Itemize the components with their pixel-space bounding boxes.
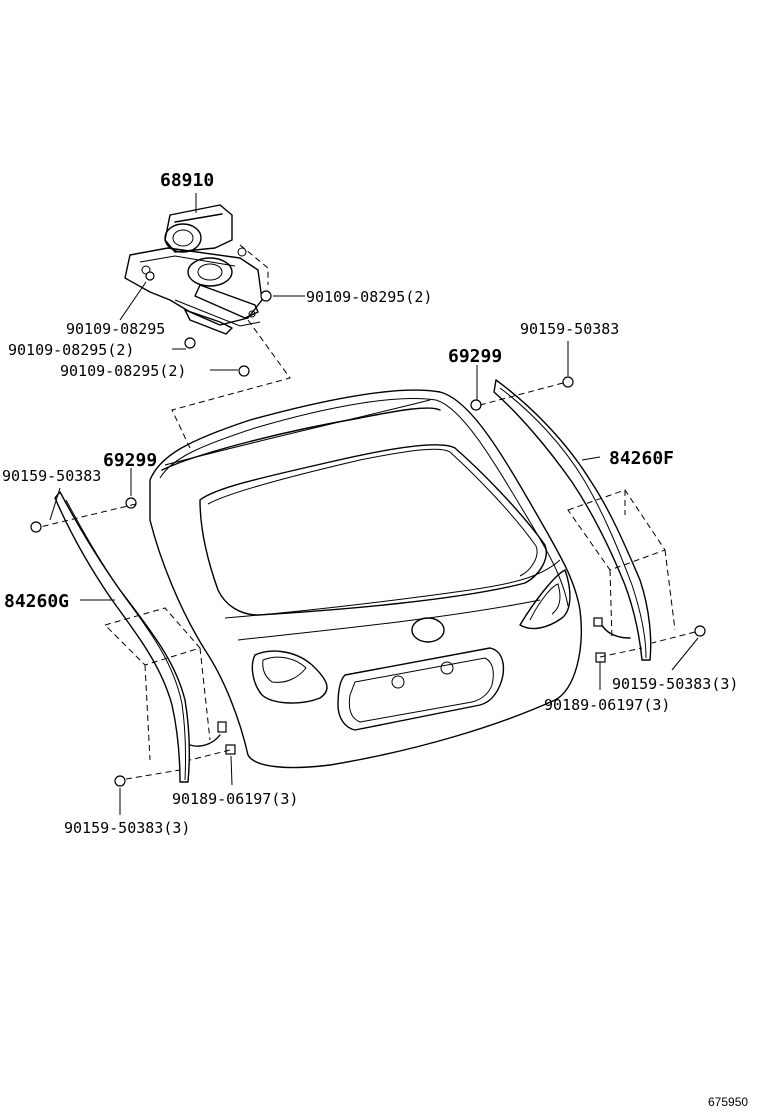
installation-lines xyxy=(39,382,696,780)
label-68910: 68910 xyxy=(160,170,214,191)
clips-and-bolts xyxy=(30,376,706,787)
left-damper-stay xyxy=(54,491,227,783)
label-90109-b: 90109-08295(2) xyxy=(8,341,134,359)
right-damper-stay xyxy=(493,379,676,661)
label-69299-right: 69299 xyxy=(448,346,502,367)
label-90159-left: 90159-50383 xyxy=(2,467,101,485)
label-90159-right3: 90159-50383(3) xyxy=(612,675,738,693)
diagram-id: 675950 xyxy=(708,1095,748,1109)
label-84260G: 84260G xyxy=(4,591,69,612)
label-90159-top: 90159-50383 xyxy=(520,320,619,338)
label-84260F: 84260F xyxy=(609,448,674,469)
label-90109-c: 90109-08295(2) xyxy=(60,362,186,380)
back-door-panel xyxy=(149,389,582,769)
leader-lines xyxy=(49,193,699,815)
label-90159-left3: 90159-50383(3) xyxy=(64,819,190,837)
label-90109-a: 90109-08295 xyxy=(66,320,165,338)
label-90189-left: 90189-06197(3) xyxy=(172,790,298,808)
label-90189-right: 90189-06197(3) xyxy=(544,696,670,714)
label-90109-right: 90109-08295(2) xyxy=(306,288,432,306)
label-69299-left: 69299 xyxy=(103,450,157,471)
motor-bolts xyxy=(145,271,272,377)
back-door-motor-assembly xyxy=(124,204,291,449)
